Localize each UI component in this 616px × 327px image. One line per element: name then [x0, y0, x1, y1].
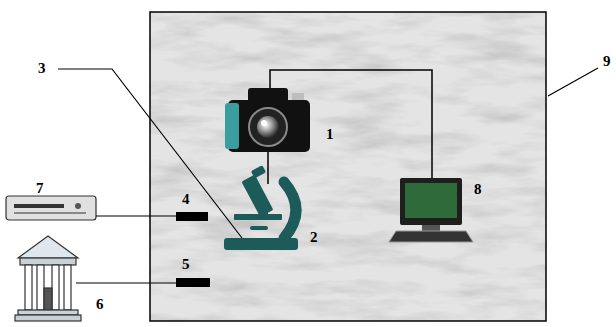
building-column — [64, 265, 71, 310]
lens-highlight — [261, 120, 267, 126]
monitor-screen — [405, 183, 457, 218]
connection-line — [96, 215, 176, 216]
recorder-device — [6, 196, 96, 220]
port-bar — [176, 278, 210, 287]
callout-number: 2 — [310, 228, 318, 246]
device-button — [75, 203, 81, 209]
building-door — [44, 288, 52, 310]
enclosure-border — [150, 12, 546, 321]
marble-background — [150, 12, 546, 321]
building-entablature — [20, 258, 76, 265]
monitor-frame — [400, 178, 462, 225]
device-slot — [14, 204, 64, 208]
port-bar — [176, 212, 208, 221]
connection-line — [76, 282, 176, 283]
building-roof — [18, 236, 78, 258]
monitor-stand — [422, 225, 440, 231]
callout-number: 8 — [474, 180, 482, 198]
callout-number: 1 — [326, 125, 334, 143]
microscope-tube — [241, 175, 273, 217]
camera-flash — [292, 93, 304, 101]
device-trim — [14, 212, 86, 214]
building-column — [25, 265, 32, 310]
callout-number: 4 — [182, 190, 190, 208]
callout-number: 6 — [96, 295, 104, 313]
microscope-symbol — [224, 165, 298, 250]
lens-glass — [257, 116, 279, 138]
camera-mount — [267, 150, 269, 184]
building-step — [18, 310, 78, 315]
building-column — [52, 265, 59, 310]
callout-number: 7 — [36, 179, 44, 197]
building-step — [15, 315, 81, 321]
leader-line — [548, 68, 598, 96]
callout-number: 9 — [603, 52, 611, 70]
camera-body — [228, 100, 310, 152]
callout-number: 3 — [38, 59, 46, 77]
callout-number: 5 — [182, 255, 190, 273]
keyboard — [389, 231, 473, 242]
microscope-eyepiece — [251, 165, 266, 178]
camera-grip — [225, 103, 239, 149]
building-column — [37, 265, 44, 310]
microscope-objective — [262, 208, 268, 215]
camera-lens — [249, 108, 287, 146]
microscope-mirror — [250, 226, 268, 230]
microscope-arm — [284, 182, 296, 238]
microscope-stage — [234, 214, 282, 220]
building-symbol — [15, 236, 81, 321]
